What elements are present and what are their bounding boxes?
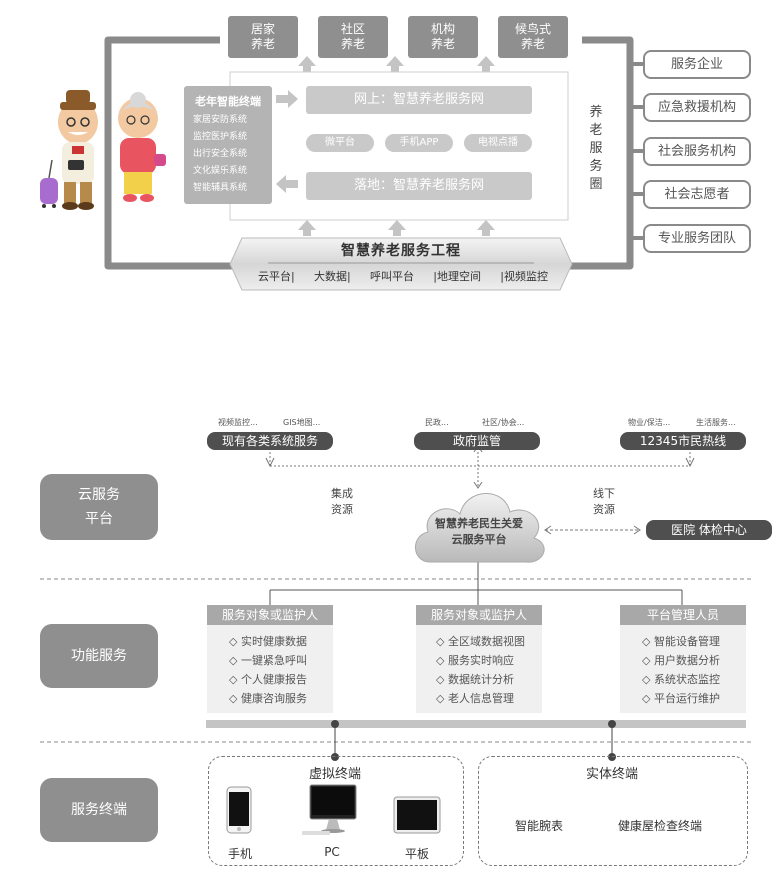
source-existing-systems: 现有各类系统服务 bbox=[207, 432, 333, 450]
func-item: ◇ 老人信息管理 bbox=[436, 692, 514, 705]
virtual-terminal-box bbox=[208, 756, 464, 866]
device-label-tablet: 平板 bbox=[404, 847, 429, 861]
offline-resources: 线下 资源 bbox=[593, 487, 615, 516]
terminal-item: 监控医护系统 bbox=[193, 132, 248, 142]
source-hotline: 12345市民热线 bbox=[620, 432, 746, 450]
cloud-icon bbox=[415, 493, 545, 563]
section-cloud-platform: 云服务 平台 bbox=[40, 474, 158, 540]
online-service-network: 网上：智慧养老服务网 bbox=[306, 86, 532, 114]
cloud-platform-label: 智慧养老民生关爱 云服务平台 bbox=[435, 517, 523, 546]
func-group-body: ◇ 全区域数据视图 ◇ 服务实时响应 ◇ 数据统计分析 ◇ 老人信息管理 bbox=[416, 625, 542, 713]
func-item: ◇ 系统状态监控 bbox=[642, 673, 720, 686]
project-title: 智慧养老服务工程 bbox=[341, 243, 461, 259]
provider-social-service: 社会服务机构 bbox=[643, 137, 751, 166]
func-group-title: 服务对象或监护人 bbox=[207, 605, 333, 625]
channel-wechat: 微平台 bbox=[306, 134, 374, 152]
provider-professional-team: 专业服务团队 bbox=[643, 224, 751, 253]
source-sub: 民政... bbox=[425, 418, 449, 427]
physical-terminal-title: 实体终端 bbox=[585, 767, 638, 782]
phone-icon bbox=[226, 786, 252, 834]
func-group-title: 服务对象或监护人 bbox=[416, 605, 542, 625]
terminal-item: 出行安全系统 bbox=[193, 149, 248, 159]
care-type-institution: 机构 养老 bbox=[408, 16, 478, 58]
smart-terminal-box: 老年智能终端 家居安防系统 监控医护系统 出行安全系统 文化娱乐系统 智能辅具系… bbox=[184, 86, 272, 204]
project-item: 呼叫平台 bbox=[370, 270, 414, 283]
func-group-title: 平台管理人员 bbox=[620, 605, 746, 625]
pc-icon bbox=[302, 784, 357, 835]
tablet-icon bbox=[393, 796, 441, 834]
project-items: 云平台| 大数据| 呼叫平台 |地理空间 |视频监控 bbox=[258, 268, 548, 284]
elderly-couple-illustration bbox=[40, 90, 166, 210]
terminal-title: 老年智能终端 bbox=[195, 95, 261, 108]
project-banner-shape bbox=[229, 237, 573, 291]
func-item: ◇ 平台运行维护 bbox=[642, 692, 720, 705]
source-sub: 生活服务... bbox=[696, 418, 736, 427]
source-sub: 视频监控... bbox=[218, 418, 258, 427]
channel-tv: 电视点播 bbox=[464, 134, 532, 152]
care-type-seasonal: 候鸟式 养老 bbox=[498, 16, 568, 58]
care-type-community: 社区 养老 bbox=[318, 16, 388, 58]
func-item: ◇ 数据统计分析 bbox=[436, 673, 514, 686]
channel-app: 手机APP bbox=[385, 134, 453, 152]
terminal-item: 家居安防系统 bbox=[193, 115, 248, 125]
func-item: ◇ 一键紧急呼叫 bbox=[229, 654, 307, 667]
source-sub: GIS地图... bbox=[283, 418, 321, 427]
func-group-body: ◇ 智能设备管理 ◇ 用户数据分析 ◇ 系统状态监控 ◇ 平台运行维护 bbox=[620, 625, 746, 713]
physical-terminal-box bbox=[478, 756, 748, 866]
section-function-service: 功能服务 bbox=[40, 624, 158, 688]
project-item: 大数据| bbox=[314, 270, 351, 283]
project-item: 云平台| bbox=[258, 270, 295, 283]
project-item: |地理空间 bbox=[433, 270, 481, 283]
func-item: ◇ 用户数据分析 bbox=[642, 654, 720, 667]
device-label-smartwatch: 智能腕表 bbox=[515, 819, 564, 833]
offline-service-network: 落地：智慧养老服务网 bbox=[306, 172, 532, 200]
func-item: ◇ 个人健康报告 bbox=[229, 673, 307, 686]
provider-volunteer: 社会志愿者 bbox=[643, 180, 751, 209]
source-sub: 社区/协会... bbox=[482, 418, 525, 427]
virtual-terminal-title: 虚拟终端 bbox=[308, 767, 361, 782]
provider-emergency: 应急救援机构 bbox=[643, 93, 751, 122]
device-label-health-kiosk: 健康屋检查终端 bbox=[618, 819, 703, 833]
section-service-terminal: 服务终端 bbox=[40, 778, 158, 842]
terminal-item: 智能辅具系统 bbox=[193, 183, 248, 193]
project-item: |视频监控 bbox=[500, 270, 548, 283]
care-type-home: 居家 养老 bbox=[228, 16, 298, 58]
source-government: 政府监管 bbox=[414, 432, 540, 450]
integration-resources: 集成 资源 bbox=[331, 487, 353, 516]
func-item: ◇ 健康咨询服务 bbox=[229, 692, 307, 705]
func-item: ◇ 智能设备管理 bbox=[642, 635, 720, 648]
func-group-body: ◇ 实时健康数据 ◇ 一键紧急呼叫 ◇ 个人健康报告 ◇ 健康咨询服务 bbox=[207, 625, 333, 713]
func-item: ◇ 实时健康数据 bbox=[229, 635, 307, 648]
hospital-health-center: 医院 体检中心 bbox=[646, 520, 772, 540]
device-label-pc: PC bbox=[324, 845, 340, 859]
provider-enterprise: 服务企业 bbox=[643, 50, 751, 79]
device-label-phone: 手机 bbox=[227, 847, 252, 861]
func-item: ◇ 服务实时响应 bbox=[436, 654, 514, 667]
source-sub: 物业/保洁... bbox=[628, 418, 671, 427]
service-circle-label: 养 老 服 务 圈 bbox=[589, 105, 603, 192]
terminal-item: 文化娱乐系统 bbox=[193, 166, 248, 176]
func-item: ◇ 全区域数据视图 bbox=[436, 635, 525, 648]
